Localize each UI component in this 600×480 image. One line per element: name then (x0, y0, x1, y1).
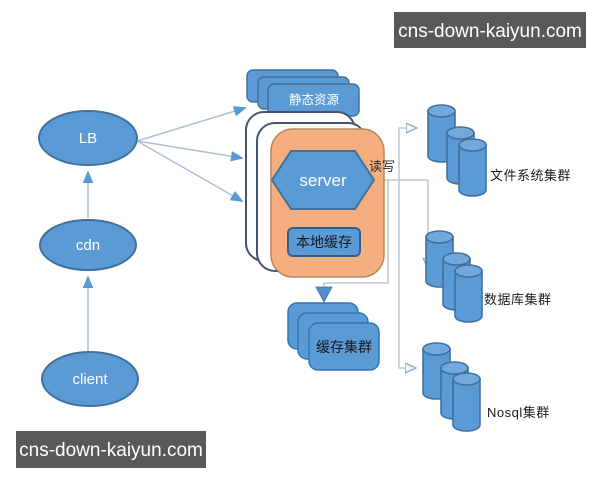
server-hexagon (270, 150, 376, 210)
arrow-lb-to-static-resources (136, 108, 245, 142)
banner-bottom-left: cns-down-kaiyun.com (16, 431, 206, 468)
banner-top-right-text: cns-down-kaiyun.com (398, 21, 582, 42)
cdn-ellipse (39, 219, 137, 271)
lb-ellipse (38, 110, 138, 166)
cylinder-icon (458, 138, 487, 197)
banner-bottom-left-text: cns-down-kaiyun.com (19, 440, 203, 461)
arrow-to-nosql-cluster (398, 180, 415, 368)
nosql-cluster: Nosql集群 (422, 342, 550, 432)
cache-cluster-label: 缓存集群 (316, 339, 372, 355)
nosql-cluster-label: Nosql集群 (487, 405, 550, 420)
banner-top-right-bg (394, 12, 586, 48)
client-label: client (72, 371, 108, 388)
database-cluster: 数据库集群 (425, 230, 552, 323)
arrowhead-cache-cluster (315, 286, 333, 303)
line-to-cache-cluster (323, 180, 389, 288)
static-resources-stack: 静态资源 (246, 69, 360, 117)
read-write-label: 读写 (369, 159, 395, 174)
arrow-lb-to-server-stack-2 (136, 140, 242, 201)
local-cache-box (287, 227, 361, 257)
cdn-label: cdn (76, 237, 100, 254)
cylinder-icon (454, 264, 483, 323)
database-cluster-label: 数据库集群 (484, 292, 552, 307)
arrow-to-file-system-cluster (398, 128, 416, 180)
client-ellipse (41, 351, 139, 407)
local-cache-label: 本地缓存 (296, 234, 352, 250)
lb-label: LB (79, 130, 97, 147)
cylinder-icon (452, 372, 481, 432)
cache-cluster-front (308, 322, 380, 371)
cache-cluster-stack: 缓存集群 (287, 302, 380, 371)
static-resources-label: 静态资源 (289, 93, 340, 107)
cdn-node: cdn (39, 219, 137, 271)
lb-node: LB (38, 110, 138, 166)
banner-top-right: cns-down-kaiyun.com (394, 12, 586, 48)
file-system-cluster: 文件系统集群 (427, 104, 571, 197)
arrow-lb-to-server-stack-1 (136, 140, 242, 158)
file-system-cluster-label: 文件系统集群 (490, 168, 571, 183)
client-node: client (41, 351, 139, 407)
banner-bottom-left-bg (16, 431, 206, 468)
server-label: server (299, 171, 347, 190)
server-stack: server 本地缓存 (245, 111, 385, 278)
